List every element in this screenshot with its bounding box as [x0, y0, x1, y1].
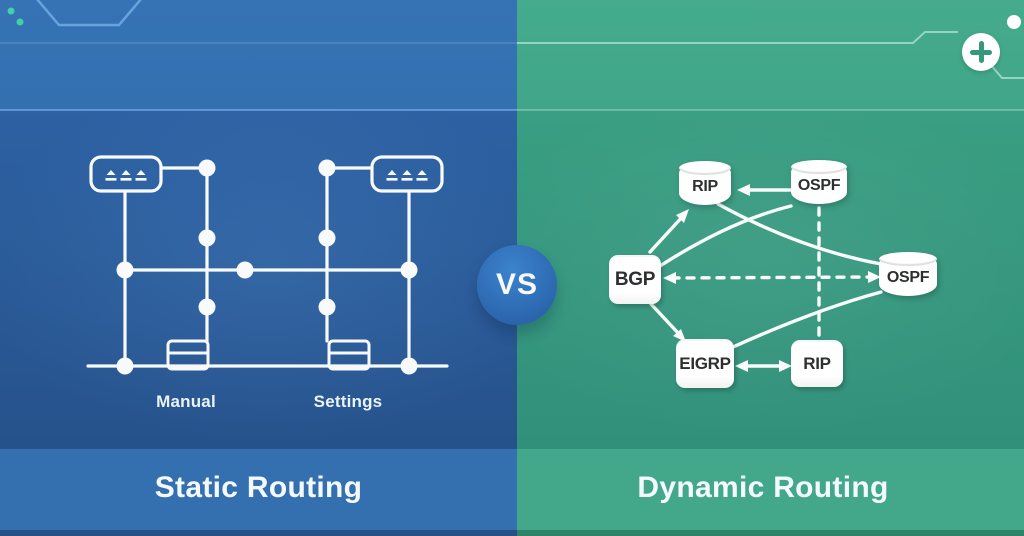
cylinder-lid: [879, 252, 937, 266]
right-top-band: [517, 0, 1024, 110]
static-routing-title: Static Routing: [154, 471, 363, 504]
node-label: RIP: [803, 353, 831, 373]
node-eigrp: EIGRP: [676, 339, 734, 388]
node-label: RIP: [692, 178, 718, 195]
left-main-band: [0, 110, 517, 449]
settings-label: Settings: [313, 392, 383, 411]
left-top-band: [0, 0, 517, 110]
dynamic-routing-panel: [517, 0, 1024, 536]
plus-icon: [978, 41, 984, 63]
node-ospf-right: OSPF: [879, 252, 937, 296]
cylinder-lid: [679, 161, 731, 175]
right-title-band: [517, 449, 1024, 530]
node-label: BGP: [614, 268, 656, 290]
node-label: OSPF: [886, 269, 930, 286]
right-main-band: [517, 110, 1024, 449]
static-routing-panel: [0, 0, 517, 536]
node-ospf-top: OSPF: [791, 160, 847, 204]
right-bottom-strip: [517, 530, 1024, 536]
manual-label: Manual: [156, 392, 216, 411]
white-dot-icon: [1007, 15, 1021, 29]
vs-badge-label: VS: [495, 268, 539, 301]
node-rip-bottom: RIP: [791, 340, 843, 387]
cylinder-lid: [791, 160, 847, 174]
node-rip-top: RIP: [679, 161, 731, 205]
add-button[interactable]: [962, 33, 1000, 71]
dynamic-routing-title: Dynamic Routing: [637, 471, 889, 504]
node-label: EIGRP: [679, 353, 731, 373]
left-title-band: [0, 449, 517, 530]
vs-badge: VS: [477, 245, 557, 325]
node-label: OSPF: [797, 177, 841, 194]
node-bgp: BGP: [609, 255, 661, 304]
left-bottom-strip: [0, 530, 517, 536]
